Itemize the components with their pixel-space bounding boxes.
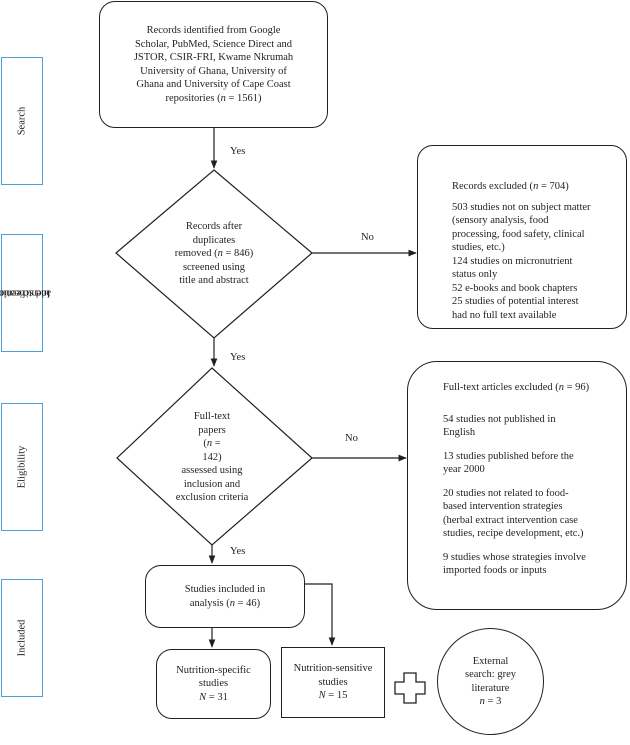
- plus-cross-icon: [394, 672, 426, 704]
- screening-decision-text: Records after duplicates removed (n = 84…: [174, 221, 254, 286]
- exclusion-reason: 52 e-books and book chapters: [452, 282, 578, 294]
- exclusion-reason: 124 studies on micronutrient status only: [452, 255, 573, 281]
- stage-label-included: Included: [1, 579, 43, 697]
- nutrition-sensitive-box: Nutrition-sensitive studies N = 15: [281, 647, 385, 718]
- yes-label: Yes: [230, 146, 246, 157]
- records-excluded-box: [417, 145, 627, 329]
- exclusion-reason: 9 studies whose strategies involve impor…: [443, 551, 586, 577]
- records-excluded-list: Records excluded (n = 704) 503 studies n…: [452, 180, 624, 322]
- stage-label-search: Search: [1, 57, 43, 185]
- exclusion-reason: 20 studies not related to food- based in…: [443, 487, 584, 540]
- no-label: No: [361, 232, 374, 243]
- studies-included-box: Studies included in analysis (n = 46): [145, 565, 305, 628]
- arrow-included-to-sensitive: [304, 583, 336, 646]
- no-label: No: [345, 433, 358, 444]
- fulltext-excluded-box: [407, 361, 627, 610]
- records-excluded-title: Records excluded (n = 704): [452, 181, 569, 192]
- stage-label-identification: Identificationand screening: [0, 234, 51, 352]
- yes-label: Yes: [230, 546, 246, 557]
- yes-label: Yes: [230, 352, 246, 363]
- records-identified-box: Records identified from Google Scholar, …: [99, 1, 328, 128]
- fulltext-excluded-title: Full-text articles excluded (n = 96): [443, 382, 590, 393]
- exclusion-reason: 13 studies published before the year 200…: [443, 450, 574, 476]
- stage-label-eligibility: Eligibility: [1, 403, 43, 531]
- exclusion-reason: 503 studies not on subject matter (senso…: [452, 201, 591, 254]
- external-search-circle: External search: grey literature n = 3: [437, 628, 544, 735]
- eligibility-decision-text: Full-text papers (n = 142) assessed usin…: [175, 411, 249, 503]
- exclusion-reason: 54 studies not published in English: [443, 413, 556, 439]
- nutrition-specific-box: Nutrition-specific studies N = 31: [156, 649, 271, 719]
- exclusion-reason: 25 studies of potential interest had no …: [452, 296, 579, 321]
- fulltext-excluded-list: Full-text articles excluded (n = 96) 54 …: [443, 381, 625, 578]
